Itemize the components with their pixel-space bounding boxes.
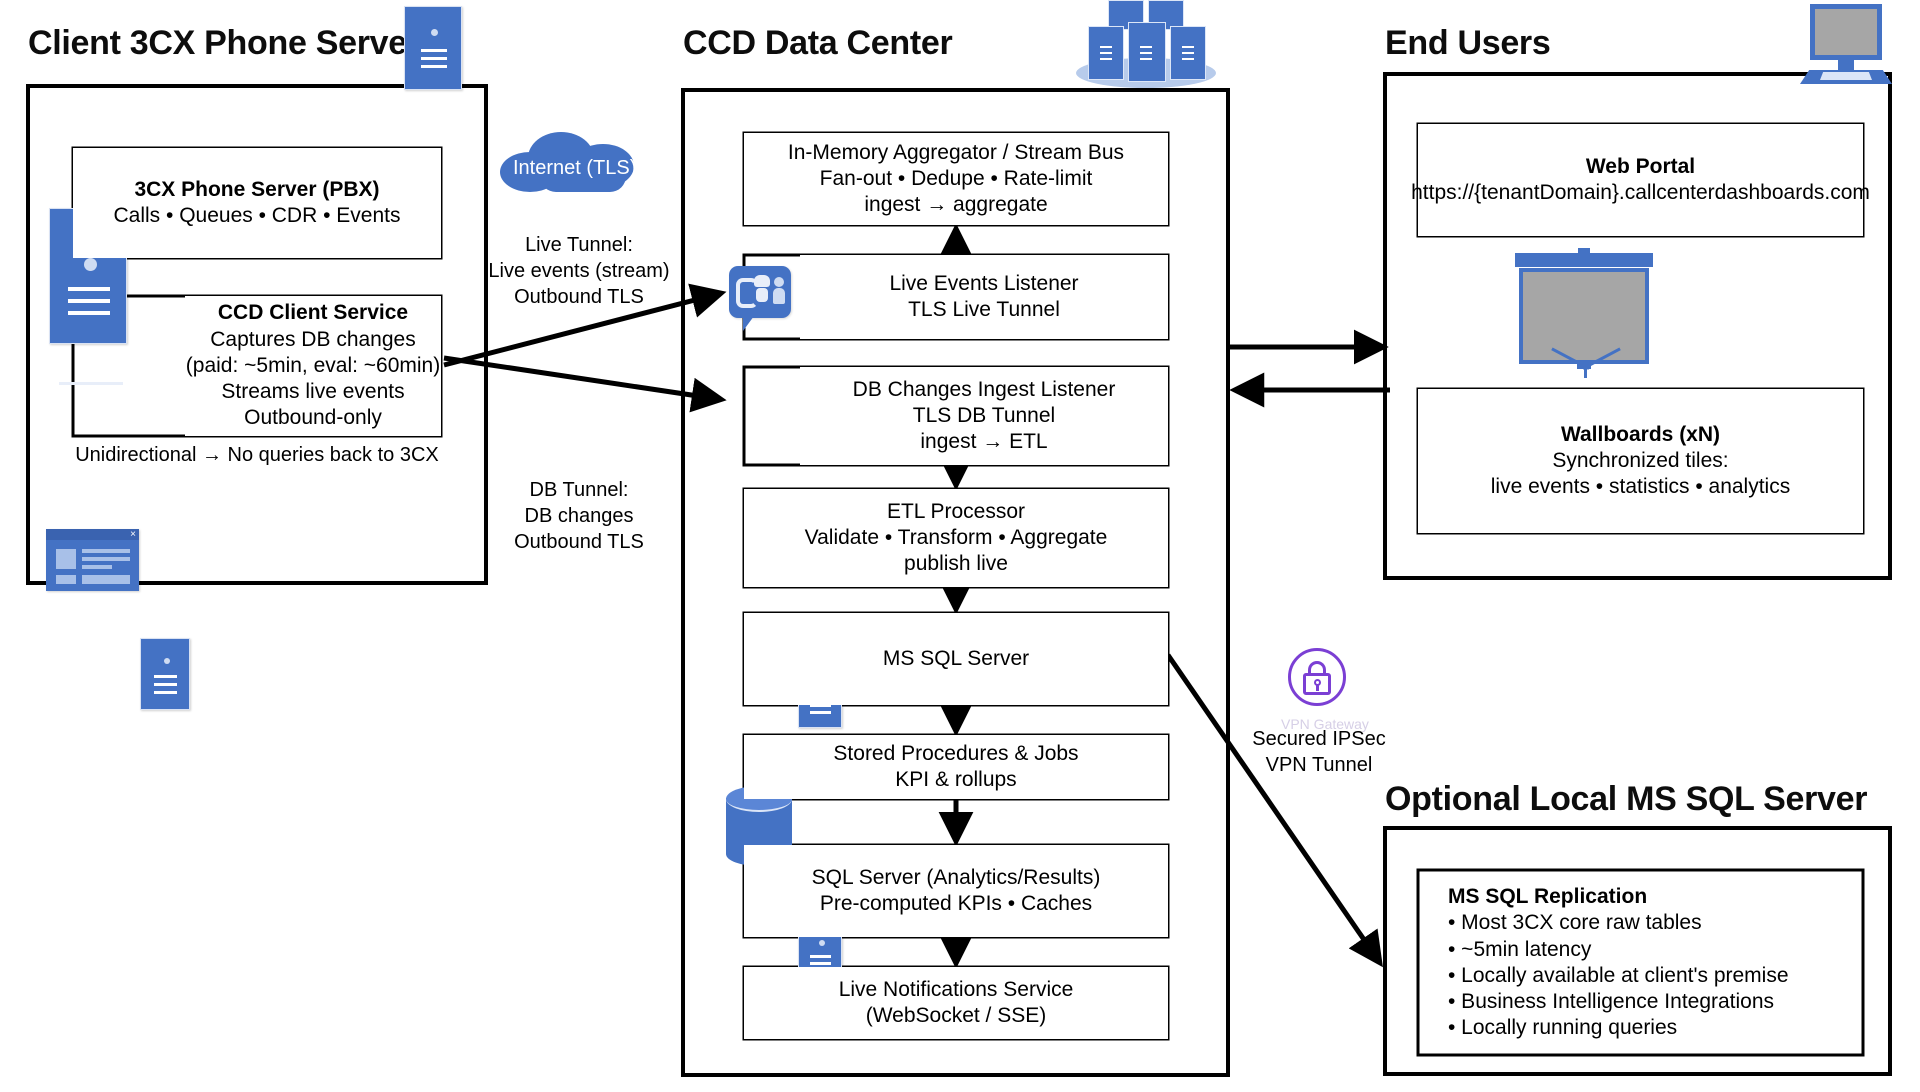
- live-events-listener-box: Live Events Listener TLS Live Tunnel: [800, 255, 1168, 339]
- in-memory-aggregator-box: In-Memory Aggregator / Stream Bus Fan-ou…: [744, 133, 1168, 225]
- ccd-service-title: CCD Client Service: [217, 301, 409, 325]
- vpn-tunnel-label: Secured IPSec VPN Tunnel: [1224, 726, 1414, 778]
- replication-bullet-2: • Locally available at client's premise: [1448, 963, 1789, 987]
- etl-processor-line2: Validate • Transform • Aggregate: [804, 525, 1108, 549]
- vpn-lock-icon: [1288, 648, 1346, 706]
- db-tunnel-label: DB Tunnel: DB changes Outbound TLS: [474, 477, 684, 555]
- ccd-service-line2: (paid: ~5min, eval: ~60min): [185, 353, 441, 377]
- internet-cloud-label: Internet (TLS): [513, 157, 637, 179]
- web-portal-box: Web Portal https://{tenantDomain}.callce…: [1411, 124, 1870, 236]
- ms-sql-server-box: MS SQL Server: [744, 613, 1168, 705]
- zone-title-datacenter: CCD Data Center: [683, 24, 953, 62]
- etl-processor-line3: publish live: [904, 552, 1008, 576]
- vpn-line1: Secured IPSec: [1252, 728, 1386, 750]
- replication-bullet-1: • ~5min latency: [1448, 937, 1592, 961]
- wallboard-projector-icon: [1513, 248, 1653, 378]
- web-portal-url: https://{tenantDomain}.callcenterdashboa…: [1411, 181, 1870, 204]
- ms-sql-replication-title: MS SQL Replication: [1448, 885, 1648, 908]
- db-changes-listener-line3: ingest → ETL: [920, 430, 1048, 454]
- client-footnote: Unidirectional → No queries back to 3CX: [75, 444, 439, 466]
- stored-procedures-line2: KPI & rollups: [895, 768, 1017, 791]
- in-memory-aggregator-line1: In-Memory Aggregator / Stream Bus: [787, 140, 1125, 164]
- etl-processor-line1: ETL Processor: [886, 499, 1026, 523]
- client-app-window-icon: ×: [46, 529, 139, 591]
- db-changes-ingest-listener-box: DB Changes Ingest Listener TLS DB Tunnel…: [800, 367, 1168, 465]
- ccd-service-line3: Streams live events: [221, 380, 405, 404]
- replication-bullet-3: • Business Intelligence Integrations: [1448, 990, 1775, 1013]
- wallboards-box: Wallboards (xN) Synchronized tiles: live…: [1418, 389, 1863, 533]
- etl-processor-box: ETL Processor Validate • Transform • Agg…: [744, 489, 1168, 587]
- sql-server-analytics-box: SQL Server (Analytics/Results) Pre-compu…: [744, 845, 1168, 937]
- in-memory-aggregator-line3: ingest → aggregate: [864, 193, 1048, 217]
- wallboards-line1: Synchronized tiles:: [1552, 448, 1729, 472]
- live-tunnel-label: Live Tunnel: Live events (stream) Outbou…: [474, 232, 684, 310]
- sql-analytics-line2: Pre-computed KPIs • Caches: [819, 892, 1093, 915]
- live-events-contact-icon: [729, 266, 791, 331]
- pbx-line1: Calls • Queues • CDR • Events: [113, 204, 401, 227]
- ccd-client-service-box: CCD Client Service Captures DB changes (…: [185, 296, 441, 436]
- in-memory-aggregator-line2: Fan-out • Dedupe • Rate-limit: [819, 166, 1093, 190]
- vpn-line2: VPN Tunnel: [1265, 754, 1373, 776]
- replication-bullet-0: • Most 3CX core raw tables: [1448, 911, 1702, 935]
- web-portal-title: Web Portal: [1585, 154, 1696, 178]
- live-events-listener-line1: Live Events Listener: [889, 271, 1079, 295]
- db-tunnel-line2: DB changes: [524, 505, 634, 527]
- zone-title-endusers: End Users: [1385, 24, 1551, 62]
- vpn-gateway-watermark: VPN Gateway: [1281, 716, 1369, 732]
- sql-analytics-line1: SQL Server (Analytics/Results): [811, 865, 1101, 889]
- server-tower-icon: [404, 6, 462, 90]
- db-changes-listener-line2: TLS DB Tunnel: [912, 403, 1056, 427]
- live-notifications-line1: Live Notifications Service: [838, 977, 1074, 1001]
- live-tunnel-line1: Live Tunnel:: [525, 234, 633, 256]
- wallboards-line2: live events • statistics • analytics: [1490, 475, 1791, 499]
- zone-title-client: Client 3CX Phone Server: [28, 24, 420, 62]
- pbx-box: 3CX Phone Server (PBX) Calls • Queues • …: [73, 148, 441, 258]
- desktop-monitor-icon: [1800, 4, 1892, 86]
- stored-procedures-line1: Stored Procedures & Jobs: [833, 741, 1079, 765]
- client-service-server-icon: [140, 638, 190, 710]
- ccd-service-line1: Captures DB changes: [210, 327, 416, 351]
- internet-cloud-icon: [500, 130, 650, 192]
- ms-sql-replication-panel: MS SQL Replication • Most 3CX core raw t…: [1448, 884, 1848, 1044]
- zone-title-local-sql: Optional Local MS SQL Server: [1385, 780, 1868, 818]
- datacenter-racks-icon: [1068, 0, 1223, 94]
- ccd-service-line4: Outbound-only: [244, 406, 382, 430]
- stored-procedures-jobs-box: Stored Procedures & Jobs KPI & rollups: [744, 735, 1168, 799]
- pbx-title: 3CX Phone Server (PBX): [134, 177, 380, 201]
- wallboards-title: Wallboards (xN): [1560, 422, 1721, 446]
- db-tunnel-line1: DB Tunnel:: [529, 479, 629, 501]
- replication-bullet-4: • Locally running queries: [1448, 1016, 1678, 1040]
- live-tunnel-line2: Live events (stream): [488, 260, 670, 282]
- live-events-listener-line2: TLS Live Tunnel: [908, 298, 1060, 321]
- live-notifications-line2: (WebSocket / SSE): [865, 1004, 1047, 1027]
- live-tunnel-line3: Outbound TLS: [514, 286, 644, 308]
- db-changes-listener-line1: DB Changes Ingest Listener: [852, 377, 1116, 401]
- live-notifications-service-box: Live Notifications Service (WebSocket / …: [744, 967, 1168, 1039]
- ms-sql-server-line1: MS SQL Server: [882, 646, 1030, 670]
- db-tunnel-line3: Outbound TLS: [514, 531, 644, 553]
